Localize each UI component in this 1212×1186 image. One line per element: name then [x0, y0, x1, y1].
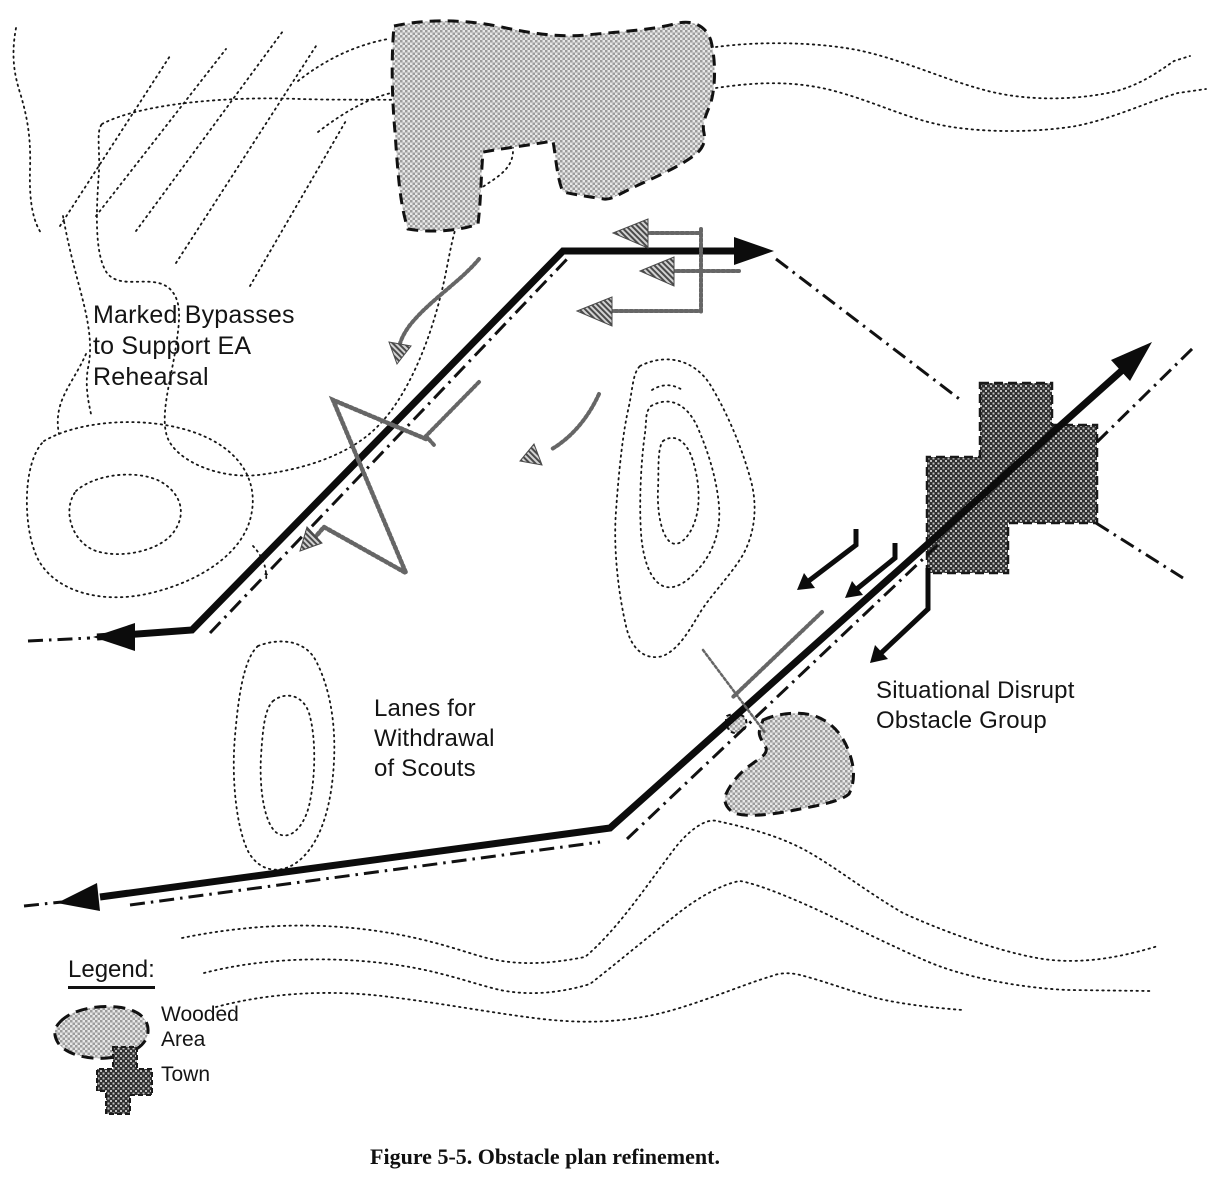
wooded-area-north: [390, 19, 716, 233]
hatched-arrowhead-west-icon: [575, 296, 613, 327]
legend-symbols: [53, 1005, 153, 1115]
contour-loop-northwest: [96, 97, 514, 477]
hatched-arrowhead-west-icon: [611, 218, 649, 249]
trail-west-stub-lower: [23, 900, 63, 908]
contour-hill-center-mid: [639, 400, 721, 589]
lane-arrow-3: [877, 568, 931, 657]
arrowhead-west-upper-icon: [93, 623, 135, 651]
contour-west-branch: [62, 215, 92, 415]
contour-arc: [252, 545, 268, 583]
trail-dash-dot: [23, 255, 1196, 908]
legend-label-line: Town: [161, 1063, 211, 1086]
legend-wooded-area-icon: [53, 1005, 150, 1060]
trail-along-route-lower-flat: [129, 840, 601, 907]
route-ea-rehearsal: [96, 247, 746, 641]
arrowhead-southwest-icon: [797, 573, 815, 590]
contour-oval-southwest-inner: [259, 694, 316, 837]
contour-south-ridge-2: [203, 880, 1151, 994]
legend-label-wooded-area: Wooded Area: [161, 1002, 239, 1052]
contour-oval-southwest-outer: [232, 640, 336, 871]
wooded-area-south: [723, 711, 855, 817]
contour-northeast-upper: [715, 42, 1191, 100]
contour-hill-center-inner: [656, 437, 700, 545]
withdrawal-lane-arrows: [804, 529, 931, 657]
trail-along-route-lower-diag: [625, 539, 944, 841]
figure-caption: Figure 5-5. Obstacle plan refinement.: [370, 1144, 720, 1169]
bypass-arrowheads: [299, 218, 675, 552]
contour-slope-line: [297, 38, 389, 82]
trail-to-town-northwest: [775, 257, 963, 403]
contour-slope-line: [59, 55, 171, 227]
contour-west-edge: [12, 27, 42, 234]
contour-slope-line: [95, 48, 227, 217]
legend-label-line: Area: [161, 1028, 206, 1051]
hatched-arrowhead-southwest-icon: [299, 526, 323, 552]
contour-hill-center-outer: [614, 358, 756, 658]
label-situational-disrupt: Situational Disrupt Obstacle Group: [876, 676, 1075, 736]
contour-slope-line: [317, 92, 392, 133]
contour-west-fork: [56, 353, 87, 435]
legend-title: Legend:: [68, 956, 155, 989]
arrowhead-northeast-icon: [1111, 342, 1152, 381]
route-arrowheads: [57, 237, 1152, 911]
label-line: Withdrawal: [374, 725, 495, 752]
label-line: Marked Bypasses: [93, 301, 295, 329]
label-line: to Support EA: [93, 332, 252, 360]
routes: [96, 247, 1140, 901]
lane-arrow-1: [804, 529, 859, 585]
contour-south-ridge-3: [215, 972, 964, 1023]
lane-crossing-line: [701, 648, 768, 736]
bypass-graphics: [308, 227, 824, 736]
label-marked-bypasses: Marked Bypasses to Support EA Rehearsal: [93, 300, 295, 393]
contour-slope-line: [135, 30, 284, 232]
legend-label-line: Wooded: [161, 1003, 239, 1026]
label-line: Rehearsal: [93, 363, 209, 391]
contour-slope-line: [249, 118, 348, 287]
label-line: Obstacle Group: [876, 707, 1047, 734]
label-line: of Scouts: [374, 755, 476, 782]
label-line: Lanes for: [374, 695, 476, 722]
wooded-areas: [390, 19, 855, 817]
legend-label-town: Town: [161, 1062, 210, 1087]
trail-town-northeast: [1095, 345, 1196, 444]
lane-arrow-2: [851, 543, 898, 594]
contour-lines: [12, 27, 1207, 1023]
arrowhead-west-lower-icon: [57, 883, 100, 911]
contour-south-ridge-1: [181, 819, 1159, 964]
label-lanes-withdrawal: Lanes for Withdrawal of Scouts: [374, 694, 495, 784]
hatched-arrowhead-down-icon: [388, 341, 412, 366]
arrowhead-southwest-icon: [845, 581, 863, 598]
contour-oval-west-outer: [25, 421, 254, 599]
lane-marking-upper-route: [423, 380, 481, 447]
arrowhead-southwest-icon: [870, 645, 888, 663]
contour-northeast-lower: [715, 82, 1207, 132]
trail-town-southeast: [1095, 521, 1184, 580]
arrowhead-east-icon: [734, 237, 774, 265]
contour-oval-west-inner: [68, 473, 182, 555]
contour-hill-center-cap: [651, 384, 685, 392]
route-scout-withdrawal: [99, 354, 1140, 901]
bypass-curve-1: [397, 257, 481, 350]
lane-marking-lower-route: [731, 610, 824, 699]
label-line: Situational Disrupt: [876, 677, 1075, 704]
bypass-zigzag: [308, 395, 429, 579]
withdrawal-lane-arrowheads: [797, 573, 888, 663]
legend-town-icon: [96, 1046, 153, 1115]
trail-west-stub-upper: [27, 636, 91, 643]
bypass-curve-2: [550, 392, 601, 451]
hatched-arrowhead-west-icon: [638, 256, 675, 287]
hatched-arrowhead-southwest-icon: [519, 443, 543, 466]
contour-slope-line: [175, 45, 317, 264]
